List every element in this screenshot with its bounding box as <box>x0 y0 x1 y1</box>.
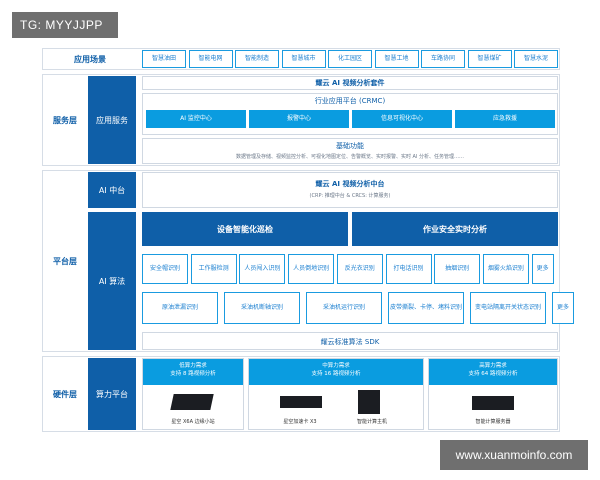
edge-box-device <box>170 394 214 410</box>
algo-item-row2-5: 变电站隔离开关状态识别 <box>470 292 546 324</box>
hw-col-1-head2: 支持 8 路视频分析 <box>170 371 216 378</box>
center-item-4: 应急救援 <box>455 110 555 128</box>
basic-desc: 数据管理及存储、视频监控分析、可视化地图定位、告警概览、实时报警、实时 AI 分… <box>235 154 465 160</box>
hardware-layer-label: 硬件层 <box>53 389 77 399</box>
hw-col-2-head2: 支持 16 路视频分析 <box>311 371 361 378</box>
algo-item-row2-2: 采油机断轴识别 <box>224 292 300 324</box>
hw-col-2-device-1: 星空加速卡 X3 <box>283 419 317 425</box>
accelerator-card-device <box>280 396 322 408</box>
scenario-item-7: 车路协同 <box>421 50 465 68</box>
ai-center-title: 耀云 AI 视频分析中台 <box>315 180 385 188</box>
hw-col-2-head: 中算力需求 支持 16 路视频分析 <box>249 359 423 385</box>
ai-center-sub: (CRP: 推理中台 & CRCS: 计算服务) <box>309 193 391 199</box>
algo-item-row1-1: 安全帽识别 <box>142 254 188 284</box>
scenario-item-3: 智能制造 <box>235 50 279 68</box>
scenario-item-9: 智慧水泥 <box>514 50 558 68</box>
ai-center-box <box>142 172 558 208</box>
compute-label: 算力平台 <box>88 358 136 430</box>
sdk-box <box>142 332 558 350</box>
algo-item-row1-6: 打电话识别 <box>385 254 432 284</box>
service-layer-label: 服务层 <box>53 115 77 125</box>
hw-col-3-head2: 支持 64 路视频分析 <box>468 371 518 378</box>
service-sub-label: 应用服务 <box>88 76 136 164</box>
algo-item-row1-5: 反光衣识别 <box>336 254 383 284</box>
algo-item-row1-3: 人员闯入识别 <box>239 254 286 284</box>
server-device <box>472 396 514 410</box>
algo-item-row2-1: 原油泄漏识别 <box>142 292 218 324</box>
hw-col-3-head: 高算力需求 支持 64 路视频分析 <box>429 359 557 385</box>
algo-item-row1-4: 人员倒地识别 <box>288 254 335 284</box>
group-patrol: 设备智能化巡检 <box>142 212 348 246</box>
crmc-title: 行业应用平台 (CRMC) <box>314 97 386 105</box>
compute-host-device <box>358 390 380 414</box>
algo-item-row1-2: 工作服检测 <box>190 254 237 284</box>
hw-col-3-device: 智能计算服务器 <box>475 419 511 425</box>
hw-col-2-head1: 中算力需求 <box>322 363 350 369</box>
hw-col-1-device: 星空 X6A 边缘小站 <box>171 419 215 425</box>
hw-col-1-head: 低算力需求 支持 8 路视频分析 <box>143 359 243 385</box>
suite-title-box <box>142 76 558 90</box>
platform-layer-label: 平台层 <box>53 256 77 266</box>
hw-col-1-head1: 低算力需求 <box>179 363 207 369</box>
hw-col-3-head1: 高算力需求 <box>479 363 507 369</box>
scenario-item-5: 化工园区 <box>328 50 372 68</box>
center-item-2: 报警中心 <box>249 110 349 128</box>
hw-col-2-device-2: 智能计算主机 <box>356 419 387 425</box>
scenario-item-8: 智慧煤矿 <box>467 50 512 68</box>
algo-item-row2-6: 更多 <box>552 292 574 324</box>
scenario-item-1: 智慧油田 <box>142 50 186 68</box>
group-safety: 作业安全实时分析 <box>352 212 558 246</box>
algo-item-row1-9: 更多 <box>531 254 554 284</box>
algo-item-row2-3: 采油机运行识别 <box>306 292 382 324</box>
basic-box <box>142 138 558 164</box>
algo-item-row1-8: 烟雾火焰识别 <box>482 254 529 284</box>
sdk-label: 耀云标准算法 SDK <box>320 338 380 346</box>
algo-item-row1-7: 抽烟识别 <box>434 254 481 284</box>
suite-title: 耀云 AI 视频分析套件 <box>315 79 385 87</box>
center-item-3: 信息可视化中心 <box>352 110 452 128</box>
watermark-bottom: www.xuanmoinfo.com <box>440 440 588 470</box>
watermark-top: TG: MYYJJPP <box>12 12 118 38</box>
algo-label: AI 算法 <box>88 212 136 350</box>
scenario-item-4: 智慧城市 <box>281 50 326 68</box>
scenario-item-6: 智慧工地 <box>374 50 419 68</box>
basic-title: 基础功能 <box>336 142 364 150</box>
scenario-label: 应用场景 <box>74 54 106 64</box>
center-item-1: AI 监控中心 <box>146 110 246 128</box>
scenario-item-2: 智能电网 <box>188 50 233 68</box>
algo-item-row2-4: 皮带撕裂、卡停、堵料识别 <box>388 292 464 324</box>
ai-center-label: AI 中台 <box>88 172 136 208</box>
